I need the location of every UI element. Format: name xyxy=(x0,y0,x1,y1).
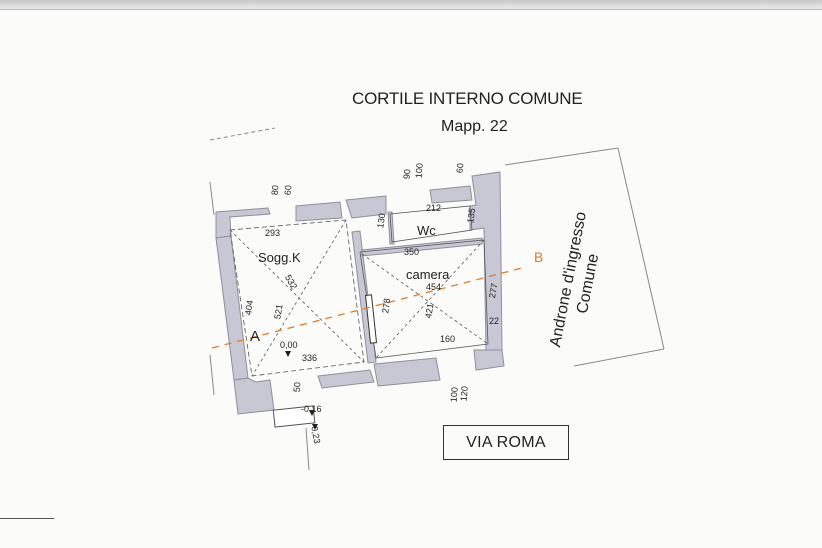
property-lines xyxy=(209,127,665,471)
plan-title: CORTILE INTERNO COMUNE xyxy=(352,89,583,108)
dim-521: 521 xyxy=(272,303,284,320)
dim-100b: 100 xyxy=(413,163,424,179)
dim-90: 90 xyxy=(402,169,413,180)
dim-100: 100 xyxy=(448,387,459,403)
dim-023: -0,23 xyxy=(309,422,322,444)
room-outlines xyxy=(229,205,489,377)
dim-421: 421 xyxy=(423,303,435,320)
dim-404: 404 xyxy=(243,299,255,315)
dim-80: 80 xyxy=(270,185,281,196)
section-line xyxy=(211,267,523,349)
room-label-wc: Wc xyxy=(417,223,436,238)
entrance-step xyxy=(272,405,316,428)
dim-50: 50 xyxy=(292,382,303,393)
dim-016: -0,16 xyxy=(301,404,322,414)
dim-120: 120 xyxy=(459,386,470,402)
dim-277: 277 xyxy=(487,282,499,299)
dim-135: 135 xyxy=(465,207,477,223)
dim-278: 278 xyxy=(380,298,392,314)
street-label-box: VIA ROMA xyxy=(443,425,569,460)
walls xyxy=(215,171,505,415)
section-label-a: A xyxy=(250,328,260,345)
dim-336: 336 xyxy=(302,353,317,363)
plan-subtitle: Mapp. 22 xyxy=(441,118,508,135)
dim-532: 532 xyxy=(283,273,299,291)
dim-22: 22 xyxy=(489,316,499,326)
dim-130: 130 xyxy=(375,212,387,228)
dim-350: 350 xyxy=(404,247,419,257)
dim-454: 454 xyxy=(426,282,441,292)
room-label-camera: camera xyxy=(406,267,450,282)
scale-mark xyxy=(0,515,54,519)
dim-000: 0,00 xyxy=(280,340,298,350)
dim-160: 160 xyxy=(440,334,455,344)
room-label-sogg: Sogg.K xyxy=(258,250,301,265)
top-frame-bar xyxy=(0,0,822,10)
section-label-b: B xyxy=(534,249,543,265)
partition-window xyxy=(364,294,378,344)
level-markers xyxy=(285,351,318,430)
dim-293: 293 xyxy=(265,228,280,238)
dim-212: 212 xyxy=(426,203,441,213)
street-label: VIA ROMA xyxy=(466,433,546,451)
dim-60b: 60 xyxy=(455,163,466,174)
dim-60a: 60 xyxy=(283,185,294,196)
